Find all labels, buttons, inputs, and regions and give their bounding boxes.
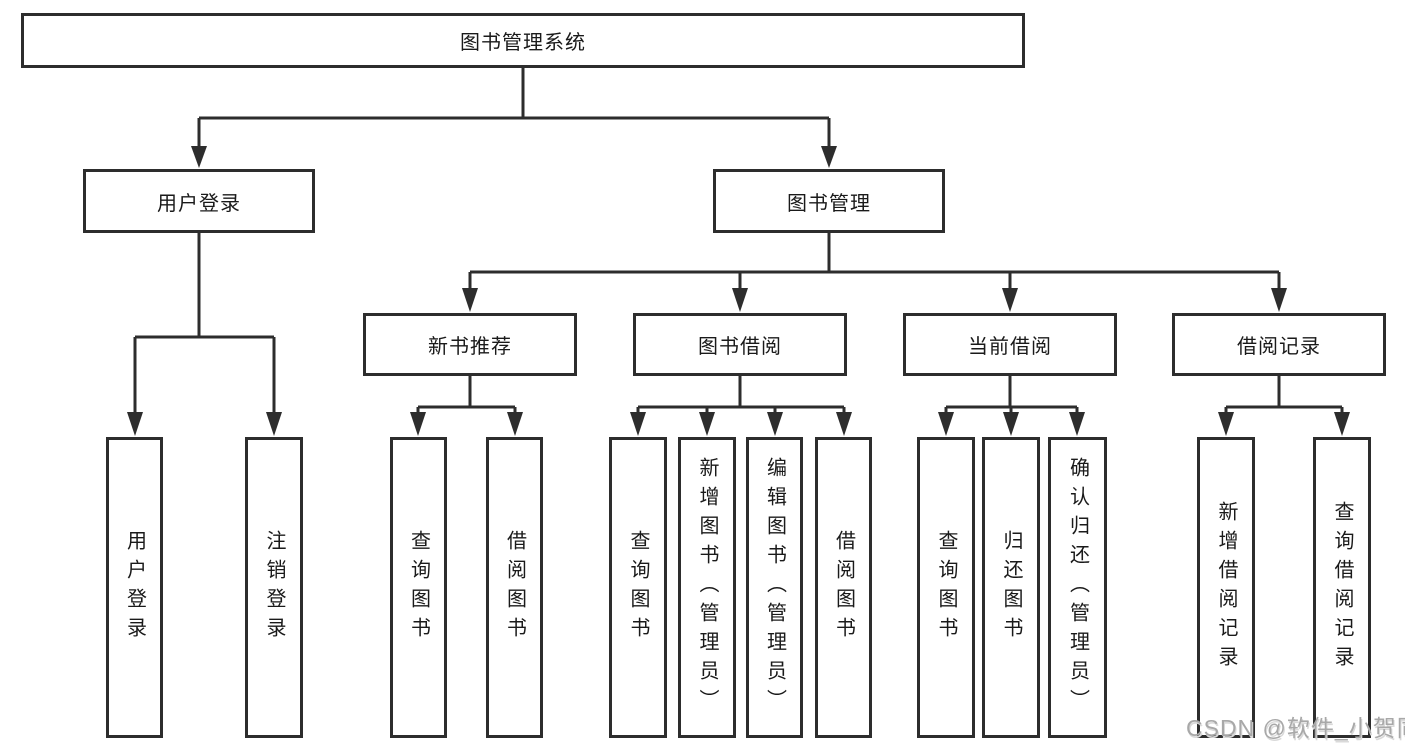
arrowhead bbox=[410, 412, 426, 436]
leaf-label: 编辑图书（管理员） bbox=[763, 457, 786, 718]
arrowhead bbox=[699, 412, 715, 436]
arrowhead bbox=[767, 412, 783, 436]
leaf-edit-books-admin: 编辑图书（管理员） bbox=[746, 437, 803, 738]
arrowhead bbox=[1334, 412, 1350, 436]
node-root: 图书管理系统 bbox=[21, 13, 1025, 68]
leaf-label: 借阅图书 bbox=[832, 529, 855, 646]
arrowhead bbox=[938, 412, 954, 436]
arrowhead bbox=[732, 288, 748, 312]
leaf-label: 注销登录 bbox=[263, 529, 285, 646]
edge-user-login-to-leaves bbox=[127, 233, 282, 436]
edge-current-borrow-to-leaves bbox=[938, 376, 1085, 436]
edge-borrow-records-to-leaves bbox=[1218, 376, 1350, 436]
node-borrow-records: 借阅记录 bbox=[1172, 313, 1386, 376]
leaf-borrow-books: 借阅图书 bbox=[486, 437, 543, 738]
csdn-watermark: CSDN @软件_小贺同学 bbox=[1186, 715, 1405, 741]
leaf-user-login: 用户登录 bbox=[106, 437, 163, 738]
leaf-confirm-return-admin: 确认归还（管理员） bbox=[1048, 437, 1107, 738]
leaf-query-borrow-record: 查询借阅记录 bbox=[1313, 437, 1371, 738]
arrowhead bbox=[630, 412, 646, 436]
leaf-query-books: 查询图书 bbox=[390, 437, 447, 738]
node-book-management: 图书管理 bbox=[713, 169, 945, 233]
arrowhead bbox=[507, 412, 523, 436]
leaf-label: 查询图书 bbox=[935, 529, 957, 646]
leaf-label: 新增图书（管理员） bbox=[696, 457, 718, 718]
arrowhead bbox=[127, 412, 143, 436]
arrowhead bbox=[462, 288, 478, 312]
leaf-label: 查询图书 bbox=[407, 529, 430, 646]
edge-book-borrow-to-leaves bbox=[630, 376, 852, 436]
edge-root-to-level2 bbox=[191, 68, 837, 168]
arrowhead bbox=[821, 146, 837, 168]
node-book-borrow: 图书借阅 bbox=[633, 313, 847, 376]
arrowhead bbox=[266, 412, 282, 436]
leaf-add-books-admin: 新增图书（管理员） bbox=[678, 437, 736, 738]
edge-new-book-recommend-to-leaves bbox=[410, 376, 523, 436]
leaf-add-borrow-record: 新增借阅记录 bbox=[1197, 437, 1255, 738]
leaf-label: 查询借阅记录 bbox=[1331, 500, 1353, 675]
arrowhead bbox=[1003, 412, 1019, 436]
arrowhead bbox=[191, 146, 207, 168]
arrowhead bbox=[1218, 412, 1234, 436]
arrowhead bbox=[836, 412, 852, 436]
leaf-query-books: 查询图书 bbox=[917, 437, 975, 738]
leaf-label: 归还图书 bbox=[1000, 529, 1022, 646]
arrowhead bbox=[1271, 288, 1287, 312]
leaf-query-books: 查询图书 bbox=[609, 437, 667, 738]
node-user-login: 用户登录 bbox=[83, 169, 315, 233]
leaf-label: 查询图书 bbox=[627, 529, 649, 646]
leaf-label: 借阅图书 bbox=[503, 529, 526, 646]
leaf-label: 新增借阅记录 bbox=[1215, 500, 1237, 675]
leaf-return-books: 归还图书 bbox=[982, 437, 1040, 738]
leaf-label: 用户登录 bbox=[123, 529, 146, 646]
node-current-borrow: 当前借阅 bbox=[903, 313, 1117, 376]
arrowhead bbox=[1069, 412, 1085, 436]
leaf-label: 确认归还（管理员） bbox=[1066, 457, 1089, 718]
edge-book-management-to-level3 bbox=[462, 233, 1287, 312]
leaf-borrow-books: 借阅图书 bbox=[815, 437, 872, 738]
node-new-book-recommend: 新书推荐 bbox=[363, 313, 577, 376]
arrowhead bbox=[1002, 288, 1018, 312]
leaf-logout: 注销登录 bbox=[245, 437, 303, 738]
